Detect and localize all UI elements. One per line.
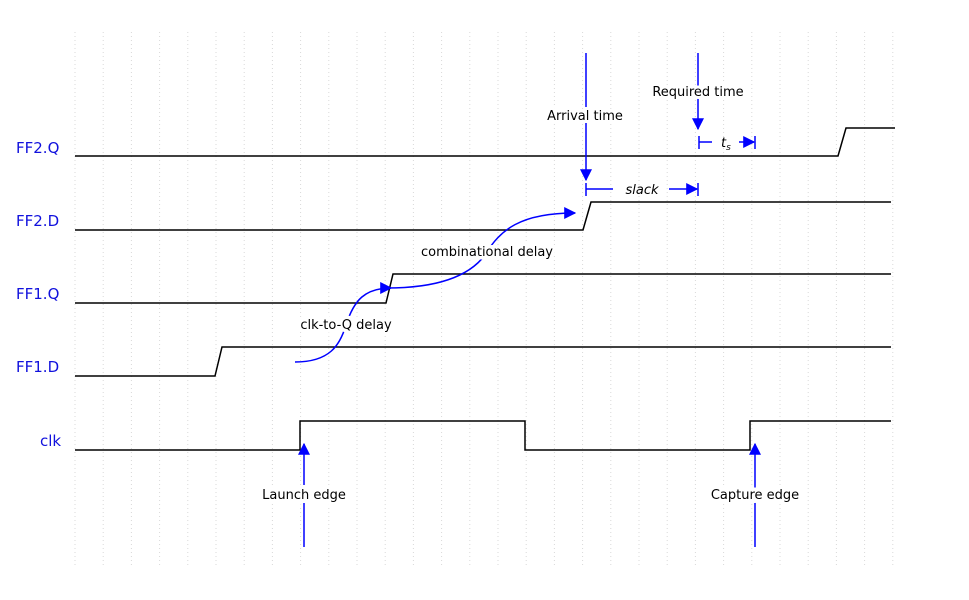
arrival-time-label: Arrival time — [547, 109, 623, 124]
combinational-delay-arrow — [386, 207, 577, 289]
waveform-ff1d — [75, 346, 891, 377]
required-time-label: Required time — [652, 85, 743, 100]
waveform-clk — [75, 420, 891, 451]
waveform-ff1q — [75, 273, 891, 304]
slack-label: slack — [625, 183, 658, 198]
waveform-ff2d — [75, 201, 891, 231]
signal-label-ff2q: FF2.Q — [16, 139, 59, 157]
setup-time-label: ts — [721, 136, 731, 153]
signal-label-clk: clk — [40, 432, 61, 450]
slack-bracket: slack — [585, 183, 699, 198]
arrival-time-marker: Arrival time — [544, 53, 626, 182]
launch-edge-label: Launch edge — [262, 488, 346, 503]
clk-to-q-delay-label: clk-to-Q delay — [300, 318, 392, 333]
combinational-delay-marker: combinational delay — [386, 207, 577, 289]
launch-edge-marker: Launch edge — [258, 442, 350, 547]
time-gridlines — [74, 32, 894, 566]
clk-to-q-delay-arrow — [294, 282, 393, 363]
clk-to-q-delay-marker: clk-to-Q delay — [294, 282, 395, 363]
signal-label-ff1d: FF1.D — [16, 358, 59, 376]
capture-edge-label: Capture edge — [711, 488, 799, 503]
required-time-marker: Required time — [649, 53, 747, 131]
combinational-delay-label: combinational delay — [421, 245, 553, 260]
capture-edge-marker: Capture edge — [707, 442, 803, 547]
signal-label-ff2d: FF2.D — [16, 212, 59, 230]
setup-time-bracket: ts — [698, 136, 756, 153]
waveform-ff2q — [75, 127, 895, 157]
signal-label-ff1q: FF1.Q — [16, 285, 59, 303]
